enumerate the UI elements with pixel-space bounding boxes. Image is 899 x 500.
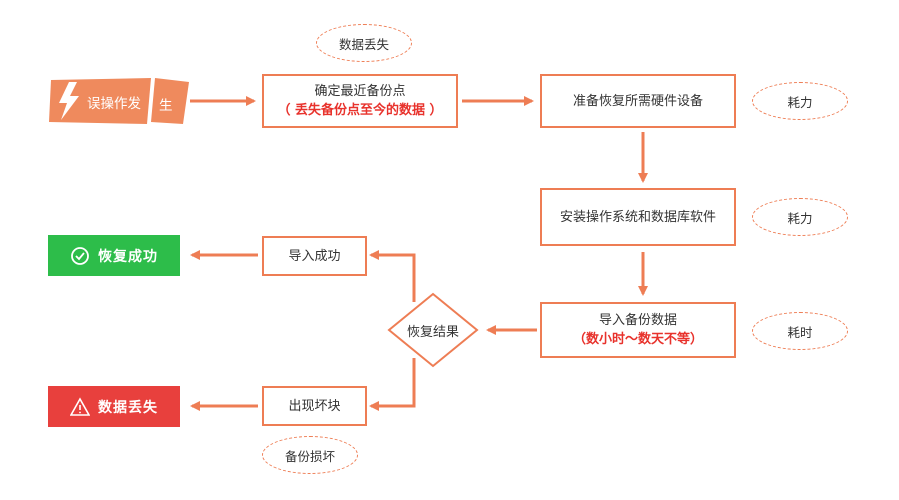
decision-label: 恢复结果 <box>406 324 459 340</box>
node-install-software-label: 安装操作系统和数据库软件 <box>559 209 716 225</box>
start-node-misoperation: 误操作发 生 <box>47 76 193 126</box>
decision-diamond-shape <box>387 292 479 368</box>
node-import-data-title: 导入备份数据 <box>598 313 677 328</box>
start-label-tail: 生 <box>159 98 173 114</box>
node-confirm-backup-title: 确定最近备份点 <box>314 84 406 99</box>
note-backup-damage: 备份损坏 <box>262 436 358 474</box>
result-data-loss: 数据丢失 <box>48 386 180 427</box>
start-label: 误操作发 <box>87 96 141 112</box>
note-time: 耗时 <box>752 312 848 350</box>
note-labor-2-text: 耗力 <box>787 210 813 226</box>
note-labor-1: 耗力 <box>752 82 848 120</box>
node-import-success: 导入成功 <box>262 236 367 276</box>
note-data-loss-text: 数据丢失 <box>338 36 389 52</box>
arrow-decision-to-bad-block <box>369 358 416 411</box>
note-labor-1-text: 耗力 <box>787 94 813 110</box>
node-import-success-label: 导入成功 <box>288 248 341 264</box>
node-import-data-note: （数小时～数天不等） <box>572 332 703 347</box>
note-data-loss: 数据丢失 <box>316 24 412 62</box>
lightning-banner-icon <box>49 78 189 124</box>
note-labor-2: 耗力 <box>752 198 848 236</box>
node-bad-block: 出现坏块 <box>262 386 367 426</box>
result-recovery-success: 恢复成功 <box>48 235 180 276</box>
warning-triangle-icon <box>70 396 90 417</box>
node-prepare-hardware: 准备恢复所需硬件设备 <box>540 74 736 128</box>
arrow-decision-to-success <box>369 250 416 302</box>
node-install-software: 安装操作系统和数据库软件 <box>540 188 736 246</box>
result-failure-label: 数据丢失 <box>98 399 158 416</box>
node-prepare-hardware-label: 准备恢复所需硬件设备 <box>572 93 703 109</box>
note-time-text: 耗时 <box>787 324 813 340</box>
node-confirm-backup-note: （ 丢失备份点至今的数据 ） <box>277 103 443 118</box>
node-import-data: 导入备份数据 （数小时～数天不等） <box>540 302 736 358</box>
check-circle-icon <box>70 246 90 266</box>
result-success-label: 恢复成功 <box>98 248 158 265</box>
note-backup-damage-text: 备份损坏 <box>284 448 335 464</box>
node-confirm-backup: 确定最近备份点 （ 丢失备份点至今的数据 ） <box>262 74 458 128</box>
node-bad-block-label: 出现坏块 <box>288 398 341 414</box>
decision-recovery-result: 恢复结果 <box>387 292 479 368</box>
